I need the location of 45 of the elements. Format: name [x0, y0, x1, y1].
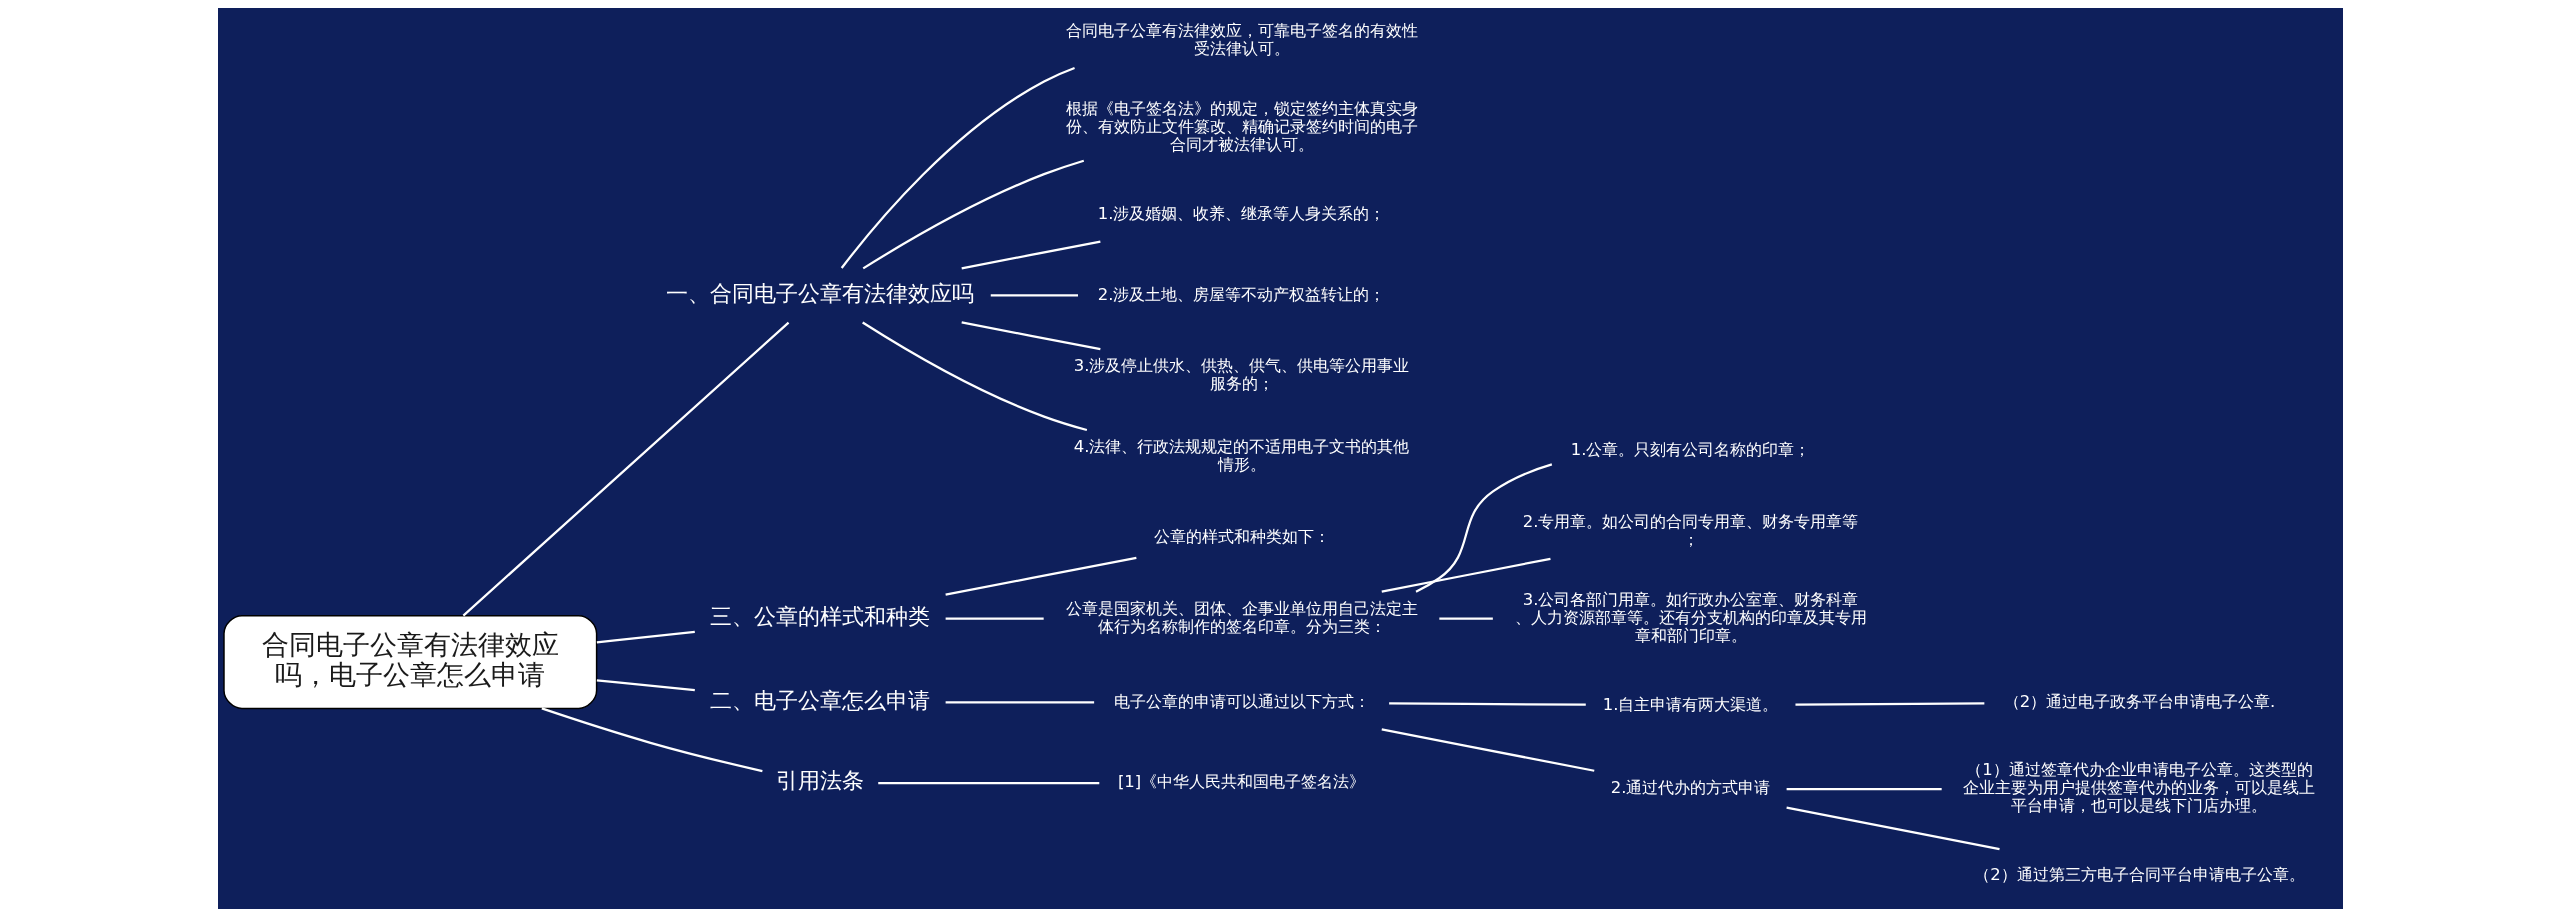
node-text: 引用法条: [775, 767, 864, 794]
connector: [840, 66, 1075, 269]
connector: [540, 707, 763, 773]
node-text: 3.涉及停止供水、供热、供气、供电等公用事业服务的；: [1073, 356, 1409, 394]
node-text: 1.涉及婚姻、收养、继承等人身关系的；: [1097, 203, 1385, 223]
node-text: （2）通过电子政务平台申请电子公章.: [2003, 691, 2275, 711]
node-text: （2）通过第三方电子合同平台申请电子公章。: [1973, 865, 2305, 885]
node-text: 二、电子公章怎么申请: [709, 686, 930, 713]
node-text: 三、公章的样式和种类: [709, 602, 930, 629]
connector: [1381, 557, 1551, 593]
node-text: 2.通过代办的方式申请: [1610, 778, 1770, 798]
node-text: 根据《电子签名法》的规定，锁定签约主体真实身份、有效防止文件篡改、精确记录签约时间的电子合同才被法律认可。: [1065, 99, 1418, 154]
connector: [944, 556, 1137, 596]
connector: [960, 321, 1101, 351]
connector: [1388, 702, 1586, 706]
node-text: 2.涉及土地、房屋等不动产权益转让的；: [1097, 284, 1385, 304]
node-text: 4.法律、行政法规规定的不适用电子文书的其他情形。: [1073, 437, 1409, 475]
connector: [861, 321, 1087, 432]
connector: [945, 617, 1044, 620]
connector: [1786, 788, 1942, 791]
connector: [877, 782, 1099, 785]
connector: [462, 321, 789, 617]
node-text: 一、合同电子公章有法律效应吗: [665, 279, 974, 306]
connector: [960, 240, 1101, 270]
connector: [1794, 702, 1984, 706]
connector: [945, 701, 1094, 704]
node-text: 1.公章。只刻有公司名称的印章；: [1570, 440, 1810, 460]
connector: [1415, 463, 1552, 593]
node-text: 公章的样式和种类如下：: [1153, 527, 1330, 546]
node-box: 合同电子公章有法律效应吗，电子公章怎么申请: [222, 614, 597, 710]
connector: [862, 159, 1084, 270]
node-text: [1]《中华人民共和国电子签名法》: [1117, 772, 1365, 792]
node-text: 公章是国家机关、团体、企事业单位用自己法定主体行为名称制作的签名印章。分为三类：: [1065, 598, 1418, 636]
connector: [990, 294, 1078, 297]
node-text: 2.专用章。如公司的合同专用章、财务专用章等；: [1522, 512, 1858, 549]
node-text: 电子公章的申请可以通过以下方式：: [1113, 691, 1370, 711]
node-text: 合同电子公章有法律效应，可靠电子签名的有效性受法律认可。: [1065, 21, 1418, 59]
connector: [1785, 806, 2000, 851]
node-text: 1.自主申请有两大渠道。: [1602, 694, 1778, 714]
connector: [596, 679, 695, 692]
connector: [1381, 728, 1594, 772]
node-text: （1）通过签章代办企业申请电子公章。这类型的企业主要为用户提供签章代办的业务，可以是线上平台申请，也可以是线下门店办理。: [1962, 760, 2315, 816]
node-text: 3.公司各部门用章。如行政办公室章、财务科章、人力资源部章等。还有分支机构的印章及其专用章和部门印章。: [1514, 589, 1867, 645]
connector: [596, 630, 695, 644]
connector: [1438, 617, 1493, 620]
